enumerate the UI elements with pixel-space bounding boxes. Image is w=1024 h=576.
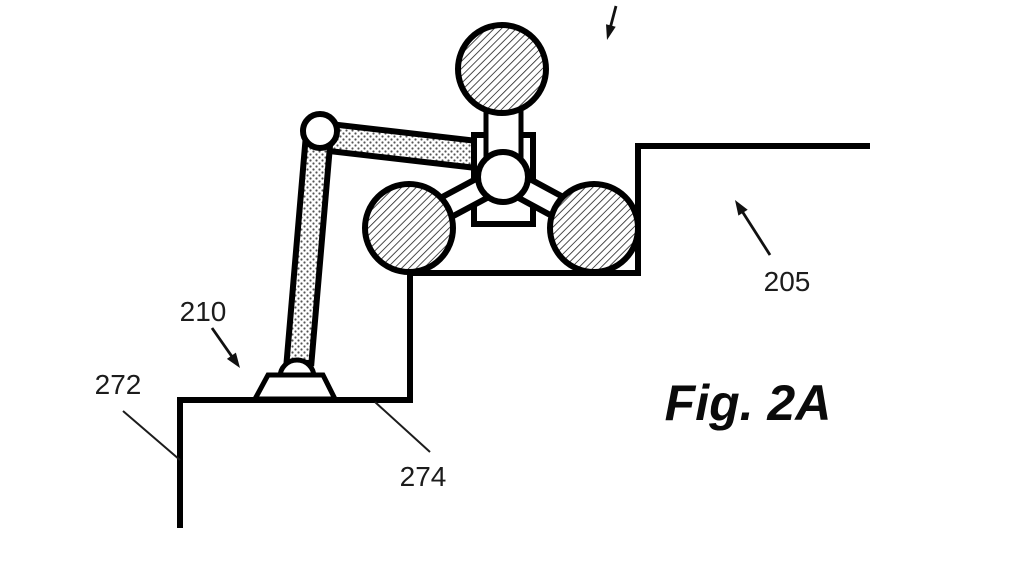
label-274: 274 bbox=[400, 461, 447, 492]
label-274-leader bbox=[374, 401, 431, 453]
label-272: 272 bbox=[95, 369, 142, 400]
label-210: 210 bbox=[180, 296, 227, 327]
figure-caption: Fig. 2A bbox=[665, 375, 832, 431]
robot-wheel-left bbox=[362, 181, 456, 275]
robot-hub-joint bbox=[475, 149, 531, 205]
top-arrow-head bbox=[606, 24, 616, 40]
arm-elbow-joint bbox=[300, 111, 340, 151]
label-205: 205 bbox=[764, 266, 811, 297]
label-210-arrow-head bbox=[226, 352, 240, 368]
label-210-arrow-shaft bbox=[210, 327, 235, 360]
robot-head bbox=[455, 22, 549, 116]
label-205-arrow-head bbox=[735, 200, 748, 216]
label-272-leader bbox=[122, 410, 181, 461]
top-arrow-shaft bbox=[608, 5, 618, 29]
label-205-arrow-shaft bbox=[740, 209, 772, 256]
arm-base-foot bbox=[250, 372, 340, 402]
robot-wheel-right bbox=[547, 181, 641, 275]
